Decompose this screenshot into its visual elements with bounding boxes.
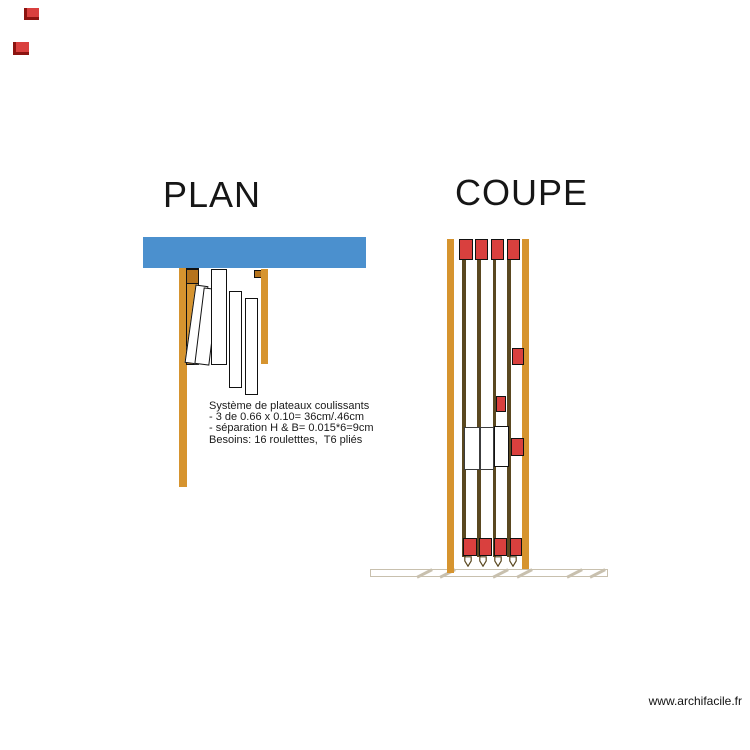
- coupe-left-post: [447, 239, 455, 573]
- annotation-line: - séparation H & B= 0.015*6=9cm: [209, 422, 374, 435]
- coupe-right-post: [522, 239, 530, 569]
- plan-rail-box-top-roller: [185, 268, 199, 284]
- plan-panel-2: [228, 291, 242, 388]
- annotation-line: Système de plateaux coulissants: [209, 400, 370, 412]
- coupe-shelf-section: [464, 426, 480, 470]
- corner-red-mark: [24, 8, 39, 20]
- plan-title: PLAN: [163, 174, 262, 215]
- coupe-title: COUPE: [455, 172, 589, 213]
- coupe-stem: [462, 259, 466, 557]
- coupe-roller-top: [475, 239, 489, 260]
- coupe-roller-bottom: [494, 537, 507, 556]
- watermark: www.archifacile.fr: [648, 694, 742, 708]
- plan-panel-3: [244, 298, 258, 395]
- coupe-shelf-section: [494, 425, 510, 467]
- annotation-line: Besoins: 16 rouletttes, T6 pliés: [209, 433, 363, 446]
- annotation-line: - 3 de 0.66 x 0.10= 36cm/.46cm: [209, 411, 365, 424]
- plan-panel-1: [210, 269, 227, 365]
- corner-red-mark: [13, 42, 29, 55]
- coupe-roller-top: [506, 239, 520, 260]
- caster-wheel-icon: [464, 555, 472, 567]
- coupe-stem: [477, 259, 481, 557]
- coupe-roller-bottom: [463, 537, 478, 556]
- coupe-roller-bottom: [479, 537, 492, 556]
- coupe-roller-top: [459, 239, 473, 260]
- coupe-roller-top: [490, 239, 504, 260]
- coupe-shelf-section: [480, 426, 494, 470]
- plan-right-post: [261, 269, 268, 364]
- coupe-roller-mid: [511, 348, 524, 365]
- coupe-stem: [507, 259, 511, 557]
- caster-wheel-icon: [509, 555, 517, 567]
- plan-left-post: [179, 268, 187, 487]
- caster-wheel-icon: [479, 555, 487, 567]
- plan-annotation: Système de plateaux coulissants - 3 de 0…: [209, 400, 374, 446]
- coupe-roller-mid: [495, 396, 506, 412]
- coupe-roller-bottom: [510, 537, 522, 556]
- caster-wheel-icon: [494, 555, 502, 567]
- coupe-floor: [370, 569, 608, 577]
- coupe-stem: [492, 259, 497, 557]
- coupe-roller-mid: [510, 438, 524, 456]
- plan-blue-beam: [143, 237, 366, 268]
